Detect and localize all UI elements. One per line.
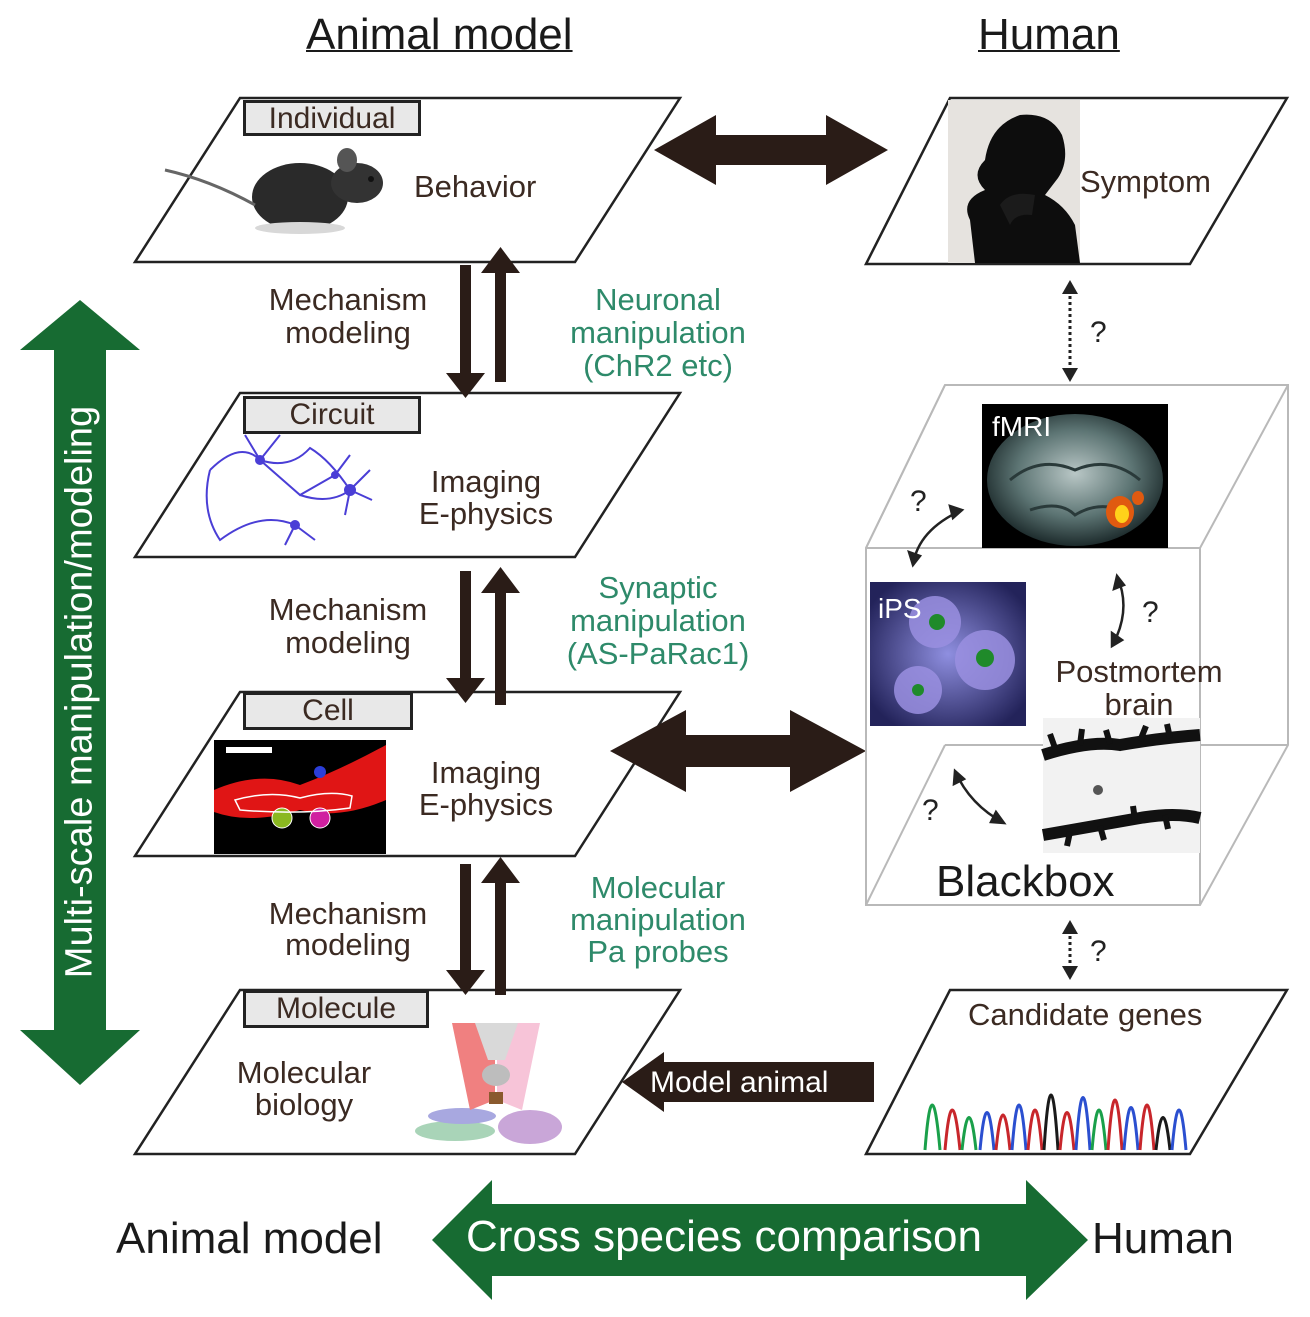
model-animal-label: Model animal [650,1066,829,1099]
mechanism-label-1-line2: modeling [285,315,411,350]
molecule-label-line2: biology [254,1087,354,1122]
symptom-label: Symptom [1080,164,1211,199]
individual-tag: Individual [244,101,420,135]
ips-image [870,582,1026,726]
bottom-human-label: Human [1092,1214,1234,1263]
dotted-arrows [1062,280,1078,980]
cell-blackbox-arrow [610,710,866,792]
question-mark-fmri: ? [910,485,927,518]
behavior-label: Behavior [414,169,537,204]
synaptic-line3: (AS-PaRac1) [566,636,750,671]
postmortem-line1: Postmortem [1055,654,1223,689]
candidate-genes-label: Candidate genes [968,997,1203,1032]
dendrite-spine-image [1041,718,1202,853]
multiscale-label: Multi-scale manipulation/modeling [58,405,101,979]
cell-tag: Cell [244,693,412,729]
channel-protein-image [415,1023,562,1144]
cross-species-arrow [432,1180,1088,1300]
postmortem-line2: brain [1104,687,1174,722]
molecular-line3: Pa probes [587,934,729,969]
mechanism-arrows [446,247,520,995]
mouse-image [164,148,383,234]
bottom-animal-model-label: Animal model [116,1214,383,1263]
cell-label-line2: E-physics [418,787,554,822]
circuit-label-line2: E-physics [418,496,554,531]
question-mark-symptom: ? [1090,316,1107,349]
mechanism-label-1-line1: Mechanism [268,282,428,317]
neuronal-line2: manipulation [570,315,746,350]
symptom-silhouette-image [948,100,1080,264]
human-header: Human [978,10,1120,59]
neuron-circuit-image [205,434,373,546]
fmri-image [982,404,1168,548]
sequencing-chromatogram [923,1093,1188,1151]
question-mark-spine: ? [922,794,939,827]
molecular-line1: Molecular [590,870,726,905]
blackbox-label: Blackbox [936,857,1115,906]
mechanism-label-2-line2: modeling [285,625,411,660]
circuit-label-line1: Imaging [430,464,542,499]
cross-species-label: Cross species comparison [466,1212,982,1261]
question-mark-postmortem: ? [1142,596,1159,629]
individual-symptom-arrow [654,115,888,185]
curved-arrows [907,504,1127,825]
mechanism-label-3-line1: Mechanism [268,896,428,931]
model-animal-arrow [622,1052,874,1112]
synaptic-line2: manipulation [570,603,746,638]
animal-model-header: Animal model [306,10,573,59]
synaptic-line1: Synaptic [598,570,718,605]
molecule-label-line1: Molecular [236,1055,372,1090]
neuronal-line3: (ChR2 etc) [583,348,733,383]
molecule-tag: Molecule [244,991,428,1027]
multiscale-vertical-arrow [20,300,140,1085]
mechanism-label-2-line1: Mechanism [268,592,428,627]
circuit-tag: Circuit [244,397,420,433]
neuronal-line1: Neuronal [595,282,721,317]
fmri-label: fMRI [992,411,1052,442]
mechanism-label-3-line2: modeling [285,927,411,962]
ips-label: iPS [878,593,922,624]
cell-label-line1: Imaging [430,755,542,790]
molecular-line2: manipulation [570,902,746,937]
question-mark-genes: ? [1090,935,1107,968]
cell-microscopy-image [214,740,386,854]
